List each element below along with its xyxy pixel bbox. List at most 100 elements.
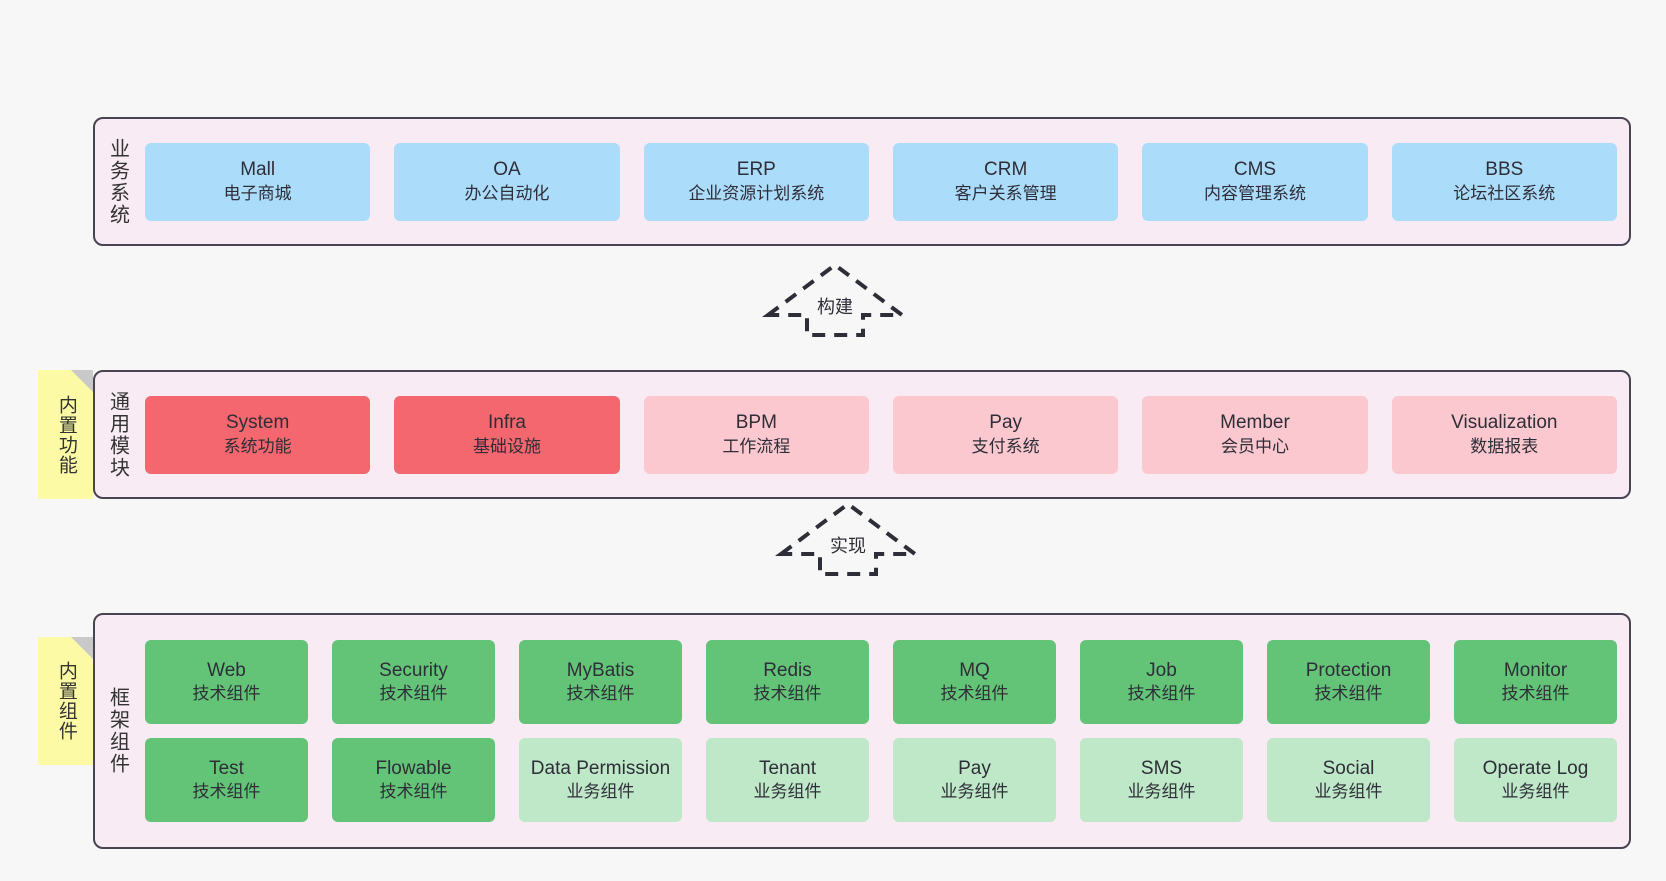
- framework-tech-row: Web 技术组件 Security 技术组件 MyBatis 技术组件 Redi…: [145, 640, 1617, 724]
- card-visualization[interactable]: Visualization 数据报表: [1391, 395, 1617, 474]
- card-title: CRM: [984, 159, 1028, 181]
- card-bbs[interactable]: BBS 论坛社区系统: [1391, 142, 1617, 221]
- layer-title-common: 通用模块: [106, 390, 129, 479]
- card-data-permission[interactable]: Data Permission 业务组件: [519, 738, 682, 822]
- card-subtitle: 技术组件: [1127, 684, 1196, 704]
- card-subtitle: 论坛社区系统: [1453, 183, 1556, 203]
- card-subtitle: 技术组件: [1501, 684, 1570, 704]
- card-title: Visualization: [1451, 412, 1558, 434]
- card-subtitle: 业务组件: [1314, 782, 1383, 802]
- card-redis[interactable]: Redis 技术组件: [706, 640, 869, 724]
- card-erp[interactable]: ERP 企业资源计划系统: [643, 142, 869, 221]
- page-fold-icon: [71, 637, 93, 659]
- card-subtitle: 业务组件: [753, 782, 822, 802]
- card-subtitle: 技术组件: [379, 782, 448, 802]
- card-subtitle: 系统功能: [223, 436, 292, 456]
- card-subtitle: 内容管理系统: [1203, 183, 1306, 203]
- card-title: Social: [1322, 757, 1375, 779]
- card-title: System: [225, 412, 290, 434]
- sticky-note-builtin-function: 内置功能: [38, 370, 93, 499]
- card-title: Mall: [240, 159, 276, 181]
- card-subtitle: 技术组件: [1314, 684, 1383, 704]
- card-subtitle: 技术组件: [566, 684, 635, 704]
- card-infra[interactable]: Infra 基础设施: [394, 395, 620, 474]
- connector-build-label: 构建: [817, 297, 853, 317]
- card-title: MyBatis: [566, 659, 635, 681]
- card-title: Test: [209, 757, 244, 779]
- card-system[interactable]: System 系统功能: [145, 395, 371, 474]
- sticky-note-label: 内置功能: [55, 394, 77, 475]
- card-sms[interactable]: SMS 业务组件: [1080, 738, 1243, 822]
- card-title: BBS: [1485, 159, 1524, 181]
- card-subtitle: 电子商城: [223, 183, 292, 203]
- card-subtitle: 业务组件: [940, 782, 1009, 802]
- card-title: CMS: [1233, 159, 1277, 181]
- card-subtitle: 基础设施: [472, 436, 541, 456]
- page-fold-icon: [71, 370, 93, 392]
- card-title: OA: [493, 159, 521, 181]
- card-subtitle: 技术组件: [753, 684, 822, 704]
- card-title: Infra: [487, 412, 526, 434]
- card-subtitle: 技术组件: [379, 684, 448, 704]
- card-mq[interactable]: MQ 技术组件: [893, 640, 1056, 724]
- card-subtitle: 支付系统: [971, 436, 1040, 456]
- connector-implement-label: 实现: [830, 536, 866, 556]
- card-subtitle: 业务组件: [1501, 782, 1570, 802]
- card-title: SMS: [1140, 757, 1183, 779]
- card-protection[interactable]: Protection 技术组件: [1267, 640, 1430, 724]
- card-mall[interactable]: Mall 电子商城: [145, 142, 371, 221]
- card-mybatis[interactable]: MyBatis 技术组件: [519, 640, 682, 724]
- card-monitor[interactable]: Monitor 技术组件: [1454, 640, 1617, 724]
- card-subtitle: 工作流程: [722, 436, 791, 456]
- card-subtitle: 数据报表: [1470, 436, 1539, 456]
- card-oa[interactable]: OA 办公自动化: [394, 142, 620, 221]
- card-subtitle: 业务组件: [1127, 782, 1196, 802]
- layer-panel-common: 通用模块 System 系统功能 Infra 基础设施 BPM 工作流程 Pay…: [93, 370, 1631, 499]
- card-subtitle: 会员中心: [1220, 436, 1289, 456]
- layer-body-common: System 系统功能 Infra 基础设施 BPM 工作流程 Pay 支付系统…: [139, 372, 1629, 497]
- business-card-row: Mall 电子商城 OA 办公自动化 ERP 企业资源计划系统 CRM 客户关系…: [145, 142, 1617, 221]
- card-subtitle: 办公自动化: [464, 183, 550, 203]
- card-title: BPM: [735, 412, 777, 434]
- card-title: Flowable: [375, 757, 452, 779]
- card-subtitle: 企业资源计划系统: [688, 183, 825, 203]
- card-title: Pay: [958, 757, 991, 779]
- card-title: ERP: [736, 159, 776, 181]
- connector-build: 构建: [760, 259, 910, 341]
- card-member[interactable]: Member 会员中心: [1142, 395, 1368, 474]
- card-flowable[interactable]: Flowable 技术组件: [332, 738, 495, 822]
- layer-panel-business: 业务系统 Mall 电子商城 OA 办公自动化 ERP 企业资源计划系统 CRM…: [93, 117, 1631, 246]
- card-tenant[interactable]: Tenant 业务组件: [706, 738, 869, 822]
- card-title: Operate Log: [1482, 757, 1589, 779]
- layer-title-business: 业务系统: [106, 137, 129, 226]
- layer-body-business: Mall 电子商城 OA 办公自动化 ERP 企业资源计划系统 CRM 客户关系…: [139, 119, 1629, 244]
- card-title: Redis: [763, 659, 812, 681]
- card-web[interactable]: Web 技术组件: [145, 640, 308, 724]
- sticky-note-label: 内置组件: [55, 661, 77, 741]
- card-security[interactable]: Security 技术组件: [332, 640, 495, 724]
- card-pay-component[interactable]: Pay 业务组件: [893, 738, 1056, 822]
- card-subtitle: 客户关系管理: [954, 183, 1057, 203]
- card-subtitle: 业务组件: [566, 782, 635, 802]
- card-test[interactable]: Test 技术组件: [145, 738, 308, 822]
- card-pay-module[interactable]: Pay 支付系统: [892, 395, 1119, 474]
- card-operate-log[interactable]: Operate Log 业务组件: [1454, 738, 1617, 822]
- card-bpm[interactable]: BPM 工作流程: [643, 395, 869, 474]
- dashed-generalization-arrow-icon: [774, 501, 922, 576]
- card-title: Monitor: [1503, 659, 1568, 681]
- card-job[interactable]: Job 技术组件: [1080, 640, 1243, 724]
- layer-body-framework: Web 技术组件 Security 技术组件 MyBatis 技术组件 Redi…: [139, 615, 1629, 847]
- card-title: MQ: [959, 659, 990, 681]
- card-social[interactable]: Social 业务组件: [1267, 738, 1430, 822]
- card-title: Tenant: [758, 757, 817, 779]
- card-title: Job: [1146, 659, 1177, 681]
- dashed-generalization-arrow-icon: [761, 262, 909, 337]
- common-card-row: System 系统功能 Infra 基础设施 BPM 工作流程 Pay 支付系统…: [145, 395, 1617, 474]
- sticky-note-builtin-component: 内置组件: [38, 637, 93, 765]
- card-subtitle: 技术组件: [940, 684, 1009, 704]
- card-crm[interactable]: CRM 客户关系管理: [892, 142, 1119, 221]
- card-cms[interactable]: CMS 内容管理系统: [1142, 142, 1368, 221]
- card-title: Security: [379, 659, 448, 681]
- card-title: Protection: [1305, 659, 1392, 681]
